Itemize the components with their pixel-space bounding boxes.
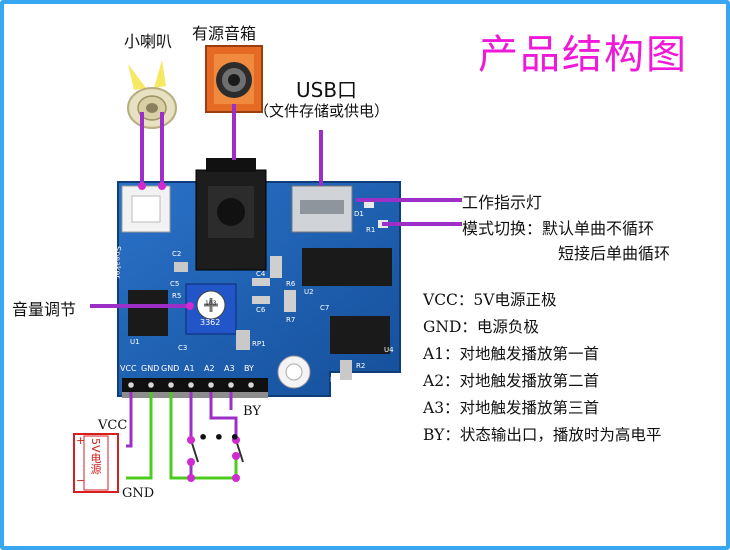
switch-dots: • • • <box>198 428 240 447</box>
pot-code-text: 3362 <box>200 318 221 327</box>
work-led-label: 工作指示灯 <box>462 193 543 212</box>
purple-wires <box>90 104 462 308</box>
pin-label-vcc: VCC <box>120 364 137 373</box>
desc-a2: A2：对地触发播放第二首 <box>423 372 600 390</box>
battery-minus: − <box>76 474 86 487</box>
desc-a1: A1：对地触发播放第一首 <box>423 345 600 363</box>
small-speaker-icon <box>127 60 177 129</box>
battery-icon <box>73 433 119 493</box>
comp-c2: C2 <box>172 250 182 258</box>
pin-label-a3: A3 <box>224 364 235 373</box>
comp-c7: C7 <box>320 304 330 312</box>
volume-label: 音量调节 <box>12 300 77 319</box>
desc-vcc: VCC：5V电源正极 <box>423 291 557 309</box>
comp-r6: R6 <box>286 280 296 288</box>
comp-r5: R5 <box>172 292 182 300</box>
page-title: 产品结构图 <box>478 32 688 78</box>
comp-d1: D1 <box>354 210 364 218</box>
pin-label-gnd-2: GND <box>161 364 180 373</box>
pin-label-gnd-1: GND <box>141 364 160 373</box>
wire-junctions <box>138 182 240 482</box>
comp-c4: C4 <box>256 270 266 278</box>
pot-value-text: 103 <box>205 300 217 307</box>
small-speaker-label: 小喇叭 <box>124 32 173 51</box>
active-speaker-icon <box>205 45 263 113</box>
comp-c6: C6 <box>256 306 266 314</box>
comp-u1: U1 <box>130 338 140 346</box>
comp-r1: R1 <box>366 226 376 234</box>
comp-u2: U2 <box>304 288 314 296</box>
desc-gnd: GND：电源负极 <box>423 318 539 336</box>
board-speaker-text: Speaker <box>113 246 122 279</box>
gnd-wire-label: GND <box>122 486 155 501</box>
pin-label-a1: A1 <box>184 364 195 373</box>
pin-label-by: BY <box>244 364 254 373</box>
desc-a3: A3：对地触发播放第三首 <box>423 399 600 417</box>
comp-r7: R7 <box>286 316 296 324</box>
comp-r3: R3 <box>330 376 340 384</box>
comp-c5: C5 <box>170 280 180 288</box>
mode-switch-label-2: 短接后单曲循环 <box>558 244 671 263</box>
mode-switch-label: 模式切换：默认单曲不循环 <box>462 219 655 238</box>
vcc-wire-label: VCC <box>98 418 128 433</box>
pin-wires <box>126 392 244 480</box>
battery-plus: + <box>76 434 86 447</box>
by-wire-label: BY <box>243 404 261 419</box>
comp-c3: C3 <box>178 344 188 352</box>
desc-by: BY：状态输出口，播放时为高电平 <box>423 426 662 444</box>
active-speaker-label: 有源音箱 <box>192 24 257 43</box>
usb-sub-label: （文件存储或供电） <box>254 102 390 120</box>
comp-u4: U4 <box>384 346 394 354</box>
battery-label: 5V电源 <box>89 438 102 475</box>
comp-r2: R2 <box>356 362 366 370</box>
pcb-board <box>117 158 401 398</box>
comp-rp1: RP1 <box>252 340 266 348</box>
usb-label: USB口 <box>296 78 358 102</box>
pin-label-a2: A2 <box>204 364 215 373</box>
